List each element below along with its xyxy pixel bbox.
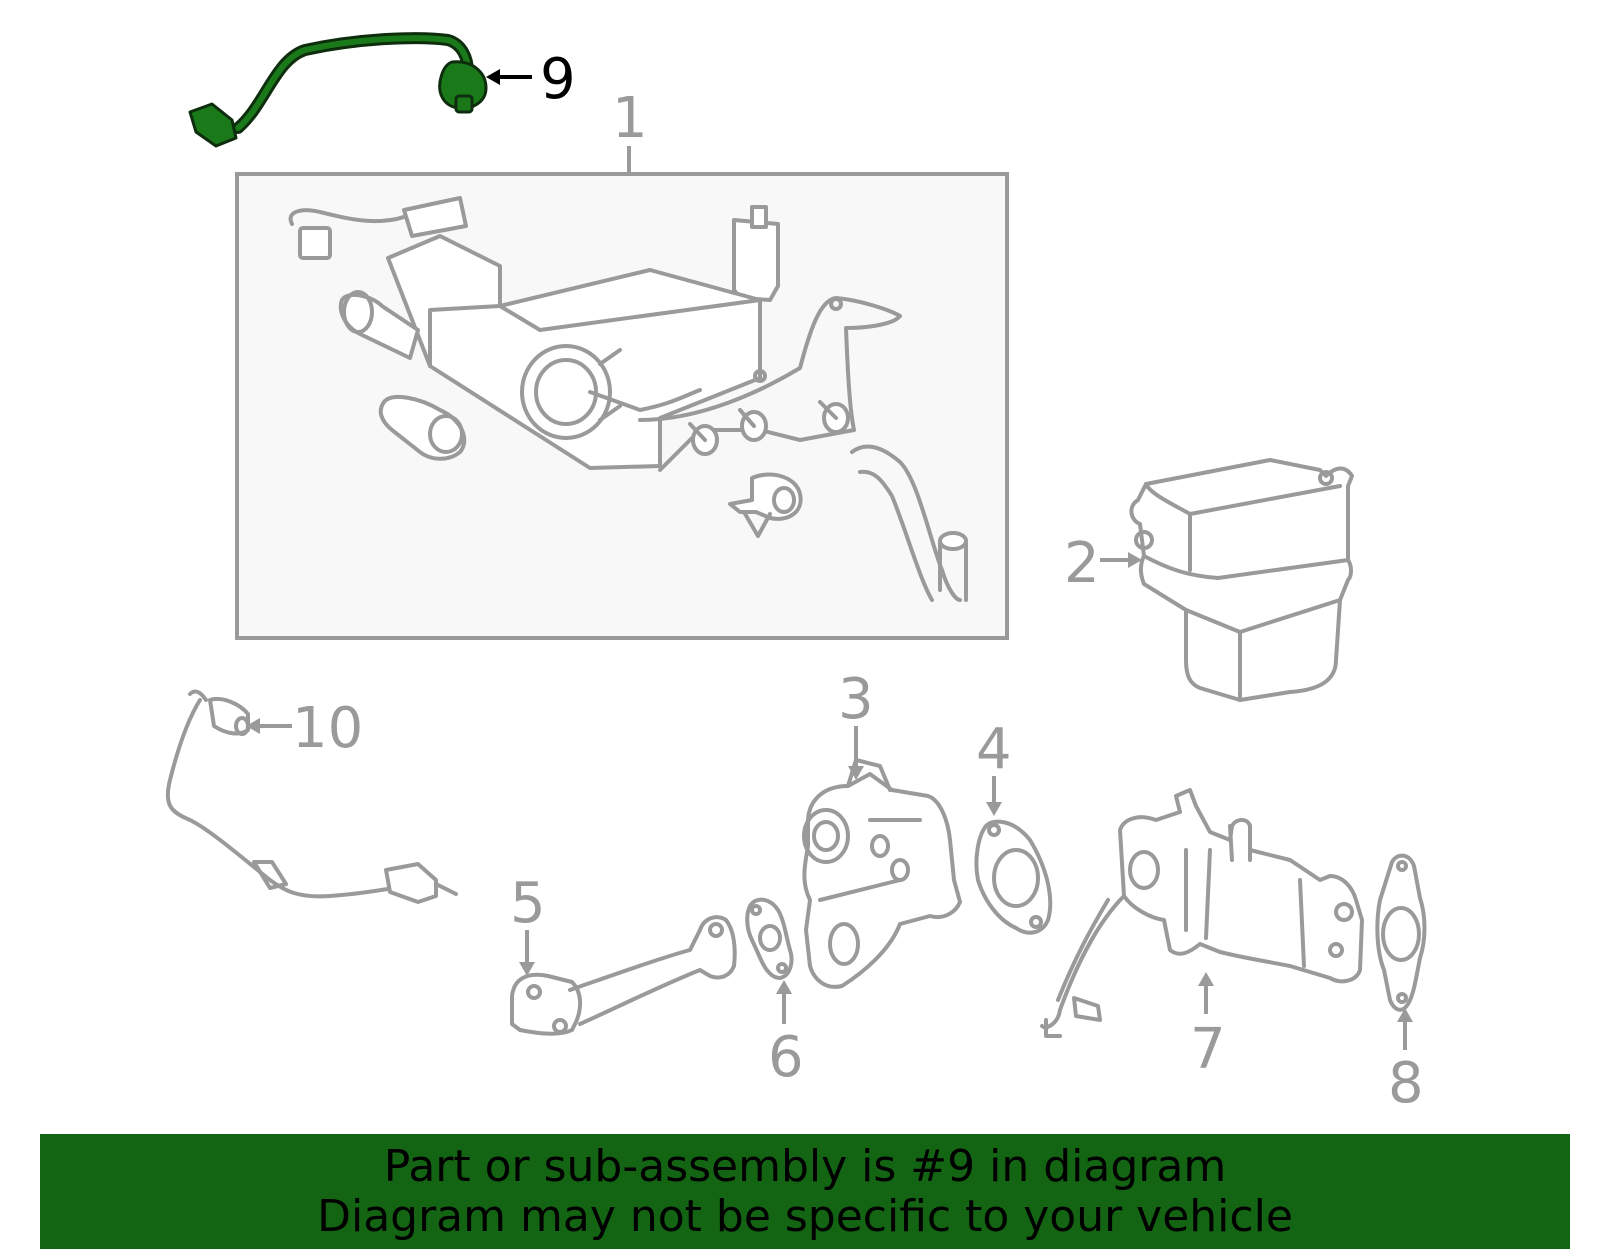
banner-line-1: Part or sub-assembly is #9 in diagram (383, 1141, 1227, 1192)
svg-text:7: 7 (1190, 1017, 1226, 1082)
part-10-oxygen-sensor[interactable] (165, 689, 458, 904)
svg-text:9: 9 (540, 47, 576, 112)
svg-text:8: 8 (1388, 1051, 1424, 1116)
part-7-egr-cooler[interactable] (1040, 788, 1364, 1038)
svg-text:10: 10 (292, 696, 363, 761)
callout-1: 1 (612, 86, 648, 174)
part-5-pipe[interactable] (510, 915, 737, 1036)
callout-7: 7 (1190, 972, 1226, 1082)
svg-text:2: 2 (1064, 531, 1100, 596)
info-banner: Part or sub-assembly is #9 in diagram Di… (40, 1134, 1570, 1249)
banner-line-2: Diagram may not be specific to your vehi… (317, 1191, 1293, 1242)
part-8-gasket[interactable] (1375, 853, 1427, 1012)
callout-8: 8 (1388, 1008, 1424, 1116)
part-4-gasket[interactable] (974, 819, 1053, 935)
svg-text:5: 5 (510, 871, 546, 936)
part-6-gasket[interactable] (745, 897, 794, 980)
callout-6: 6 (768, 980, 804, 1090)
callout-5: 5 (510, 871, 546, 976)
svg-text:3: 3 (838, 667, 874, 732)
callout-9: 9 (486, 47, 576, 112)
part-1-canister-assembly[interactable] (235, 172, 1009, 640)
callout-4: 4 (976, 717, 1012, 816)
part-2-box[interactable] (1129, 458, 1354, 702)
svg-text:6: 6 (768, 1025, 804, 1090)
svg-text:4: 4 (976, 717, 1012, 782)
svg-text:1: 1 (612, 86, 648, 151)
callout-3: 3 (838, 667, 874, 780)
part-3-egr-valve[interactable] (802, 758, 962, 989)
callout-2: 2 (1064, 531, 1142, 596)
part-9-oxygen-sensor[interactable] (188, 32, 488, 148)
callout-10: 10 (246, 696, 363, 761)
